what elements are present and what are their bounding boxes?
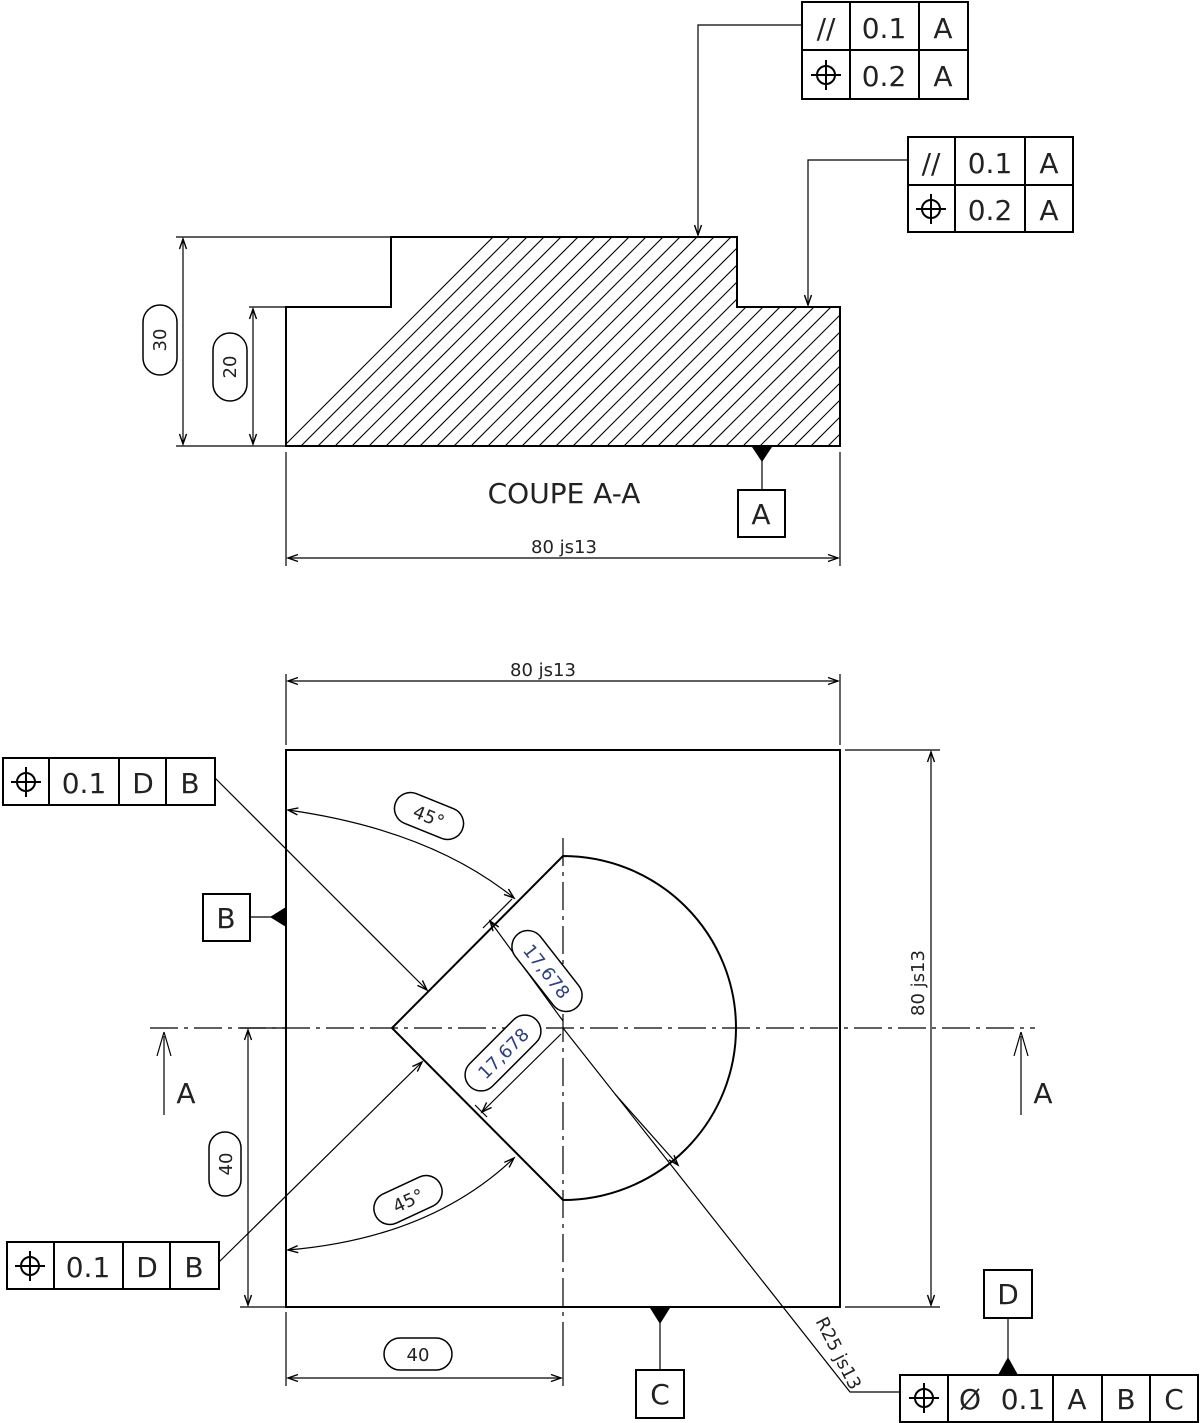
hatch-line (759, 237, 840, 446)
dim-80-section-label: 80 js13 (531, 537, 597, 558)
fcf-datum: B (180, 767, 199, 800)
plan-view: 80 js13 80 js13 40 40 45° 45° 17,678 (2, 660, 1199, 1423)
hatch-line (286, 237, 518, 446)
hatch-line (351, 237, 603, 446)
hatch-line (1049, 230, 1200, 480)
hatch-line (725, 237, 840, 446)
hatch-line (964, 230, 1200, 480)
hatch-line (521, 237, 773, 446)
hatch-line (879, 230, 1129, 480)
hatch-line (930, 230, 1180, 480)
fcf-bottom-right: Ø 0.1 A B C (899, 1374, 1199, 1423)
datum-a-section: A (751, 498, 770, 531)
fcf-value: 0.2 (862, 60, 907, 93)
hatch-line (691, 237, 840, 446)
hatch-line (793, 237, 840, 446)
fcf-left-bottom: 0.1 D B (6, 1241, 220, 1290)
section-hatching (286, 230, 1200, 480)
fcf-value: 0.1 (62, 767, 107, 800)
fcf-datum: A (1039, 194, 1058, 227)
hatch-line (623, 237, 840, 446)
hatch-line (606, 237, 840, 446)
hatch-line (453, 237, 705, 446)
fcf-value: 0.2 (968, 194, 1013, 227)
hatch-line (742, 237, 840, 446)
hatch-line (776, 237, 840, 446)
hatch-line (1015, 230, 1200, 480)
hatch-line (640, 237, 840, 446)
fcf-datum: B (184, 1251, 203, 1284)
hatch-line (572, 237, 824, 446)
fcf-datum: D (136, 1251, 158, 1284)
hatch-line (896, 230, 1146, 480)
hatch-line (674, 237, 840, 446)
dim-80-top-label: 80 js13 (510, 660, 576, 681)
hatch-line (1032, 230, 1200, 480)
section-outline (285, 236, 841, 447)
hatch-line (504, 237, 756, 446)
datum-b: B (216, 902, 235, 935)
fcf-datum: C (1164, 1383, 1184, 1416)
diameter-symbol: Ø (959, 1383, 981, 1416)
section-view: 30 20 COUPE A-A 80 js13 A // 0.1 A (142, 1, 1200, 566)
parallelism-symbol: // (922, 147, 941, 180)
fcf-datum: A (933, 60, 952, 93)
hatch-line (334, 237, 586, 446)
pocket-outline (390, 855, 737, 1202)
fcf-value: 0.1 (968, 147, 1013, 180)
hatch-line (419, 237, 671, 446)
hatch-line (827, 237, 840, 446)
fcf-section-right: // 0.1 A 0.2 A (907, 136, 1074, 233)
hatch-line (487, 237, 739, 446)
fcf-value: 0.1 (1001, 1383, 1046, 1416)
hatch-line (436, 237, 688, 446)
dim-30-label: 30 (150, 329, 171, 352)
hatch-line (810, 237, 840, 446)
section-mark-left: A (176, 1077, 195, 1110)
hatch-line (470, 237, 722, 446)
hatch-line (947, 230, 1197, 480)
datum-c: C (650, 1378, 670, 1411)
hatch-line (300, 237, 552, 446)
dim-20-label: 20 (220, 356, 241, 379)
fcf-datum: A (933, 12, 952, 45)
hatch-line (385, 237, 637, 446)
dim-40-vertical-label: 40 (216, 1153, 237, 1176)
fcf-datum: A (1039, 147, 1058, 180)
hatch-line (913, 230, 1163, 480)
hatch-line (555, 237, 807, 446)
hatch-line (589, 237, 840, 446)
dim-80-right-label: 80 js13 (908, 950, 929, 1016)
hatch-line (657, 237, 840, 446)
fcf-datum: D (132, 767, 154, 800)
fcf-value: 0.1 (862, 12, 907, 45)
hatch-line (402, 237, 654, 446)
hatch-line (538, 237, 790, 446)
section-mark-right: A (1033, 1077, 1052, 1110)
hatch-line (862, 230, 1112, 480)
hatch-line (286, 237, 501, 446)
fcf-section-top: // 0.1 A 0.2 A (801, 1, 969, 100)
parallelism-symbol: // (817, 12, 836, 45)
hatch-line (708, 237, 840, 446)
hatch-line (286, 237, 535, 446)
section-title: COUPE A-A (488, 477, 641, 510)
fcf-value: 0.1 (66, 1251, 111, 1284)
hatch-line (998, 230, 1200, 480)
fcf-datum: A (1067, 1383, 1086, 1416)
hatch-line (981, 230, 1200, 480)
datum-d: D (997, 1278, 1019, 1311)
fcf-datum: B (1116, 1383, 1135, 1416)
fcf-left-top: 0.1 D B (2, 757, 216, 806)
hatch-line (845, 230, 1095, 480)
dim-40-horizontal-label: 40 (407, 1345, 430, 1366)
hatch-line (317, 237, 569, 446)
hatch-line (368, 237, 620, 446)
